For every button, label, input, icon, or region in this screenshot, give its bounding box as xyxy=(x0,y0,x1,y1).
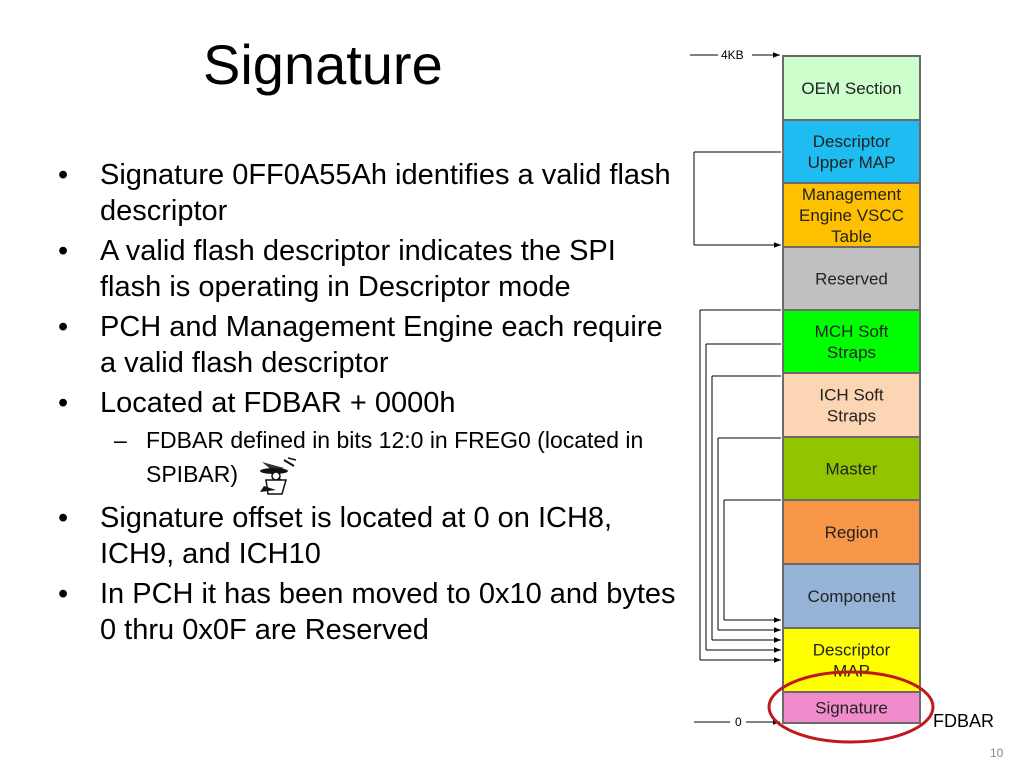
segment-label: Table xyxy=(831,227,872,246)
segment-label: Management xyxy=(802,185,902,204)
segment-oem-section xyxy=(782,55,921,121)
sub-bullet-text: FDBAR defined in bits 12:0 in FREG0 (loc… xyxy=(146,427,644,488)
segment-label: Descriptor xyxy=(813,641,891,660)
bullet-dot: • xyxy=(58,311,69,343)
bullet-text: Signature offset is located at 0 on ICH8… xyxy=(100,502,613,570)
bottom-marker-label: 0 xyxy=(735,715,742,729)
sub-bullet-dash: – xyxy=(114,427,127,453)
spy-icon xyxy=(260,457,297,495)
bullet-item: • Signature offset is located at 0 on IC… xyxy=(58,500,678,572)
segment-label: Straps xyxy=(827,407,876,426)
bullet-item: • PCH and Management Engine each require… xyxy=(58,309,678,381)
segment-label: Upper MAP xyxy=(808,153,896,172)
segment-management-engine-vscc-table xyxy=(782,182,921,248)
page-number: 10 xyxy=(990,746,1004,760)
segment-label: Descriptor xyxy=(813,132,891,151)
slide-title: Signature xyxy=(203,33,443,96)
segment-descriptor-upper-map xyxy=(782,119,921,184)
top-marker-label: 4KB xyxy=(721,48,744,62)
segment-descriptor-map xyxy=(782,627,921,693)
segment-region xyxy=(782,499,921,565)
bullet-item: • Signature 0FF0A55Ah identifies a valid… xyxy=(58,157,678,229)
bullet-text: Located at FDBAR + 0000h xyxy=(100,387,456,419)
segment-label: ICH Soft xyxy=(819,386,884,405)
bullet-text: In PCH it has been moved to 0x10 and byt… xyxy=(100,578,676,646)
fdbar-label: FDBAR xyxy=(933,711,995,731)
bullet-list: • Signature 0FF0A55Ah identifies a valid… xyxy=(58,157,678,652)
sub-bullet-item: – FDBAR defined in bits 12:0 in FREG0 (l… xyxy=(58,425,678,496)
segment-reserved xyxy=(782,246,921,311)
segment-label: MCH Soft xyxy=(815,322,889,341)
bullet-dot: • xyxy=(58,387,69,419)
bullet-dot: • xyxy=(58,159,69,191)
segment-ich-soft-straps xyxy=(782,372,921,438)
segment-master xyxy=(782,436,921,501)
segment-label: OEM Section xyxy=(801,79,901,98)
signature-highlight-ellipse xyxy=(767,670,935,744)
segment-label: Master xyxy=(826,460,878,479)
segment-label: Straps xyxy=(827,343,876,362)
bullet-text: A valid flash descriptor indicates the S… xyxy=(100,235,616,303)
bullet-item: • Located at FDBAR + 0000h xyxy=(58,385,678,421)
pointer-lines xyxy=(693,151,781,663)
segment-label: Engine VSCC xyxy=(799,206,904,225)
bullet-item: • A valid flash descriptor indicates the… xyxy=(58,233,678,305)
bullet-text: Signature 0FF0A55Ah identifies a valid f… xyxy=(100,159,671,227)
segment-label: Region xyxy=(825,523,879,542)
segment-signature xyxy=(782,691,921,724)
segment-mch-soft-straps xyxy=(782,309,921,374)
bullet-dot: • xyxy=(58,235,69,267)
segment-label: Reserved xyxy=(815,270,888,289)
bullet-text: PCH and Management Engine each require a… xyxy=(100,311,663,379)
segment-label: Signature xyxy=(815,699,888,718)
bullet-dot: • xyxy=(58,578,69,610)
segment-label: Component xyxy=(808,587,896,606)
bullet-item: • In PCH it has been moved to 0x10 and b… xyxy=(58,576,678,648)
bullet-dot: • xyxy=(58,502,69,534)
